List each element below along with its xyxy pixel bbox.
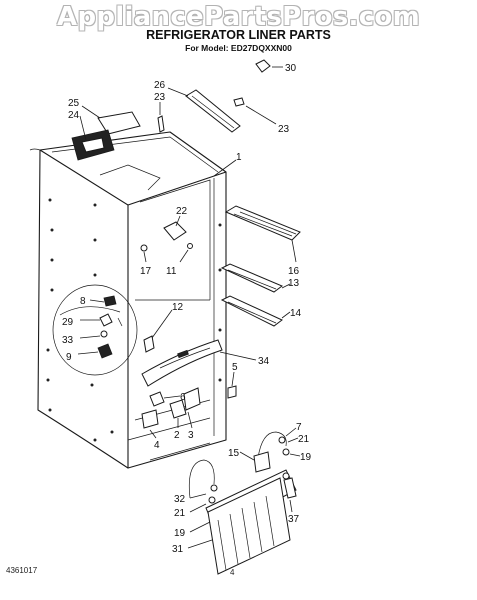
page-number: 4 — [230, 568, 235, 577]
callout-15: 15 — [228, 448, 240, 459]
part-34-cover — [141, 339, 257, 387]
callout-4: 4 — [154, 440, 160, 451]
callout-26: 26 — [154, 80, 166, 91]
callout-24: 24 — [68, 110, 80, 121]
callout-23-upper: 23 — [154, 92, 166, 103]
callout-17: 17 — [140, 266, 152, 277]
callout-14: 14 — [290, 308, 302, 319]
document-code: 4361017 — [6, 566, 38, 575]
callout-labels: 30 26 23 23 25 24 1 22 17 11 16 13 14 8 … — [62, 63, 312, 555]
callout-7: 7 — [296, 422, 302, 433]
part-24-25-housing — [71, 105, 141, 161]
part-14-rail — [220, 295, 291, 327]
water-valve-tubing — [239, 427, 301, 473]
dispenser-assembly — [187, 459, 297, 575]
callout-21-lower: 21 — [174, 508, 186, 519]
part-13-rail — [220, 263, 291, 293]
callout-19-lower: 19 — [174, 528, 186, 539]
callout-3: 3 — [188, 430, 194, 441]
callout-31: 31 — [172, 544, 184, 555]
callout-1: 1 — [236, 152, 242, 163]
callout-21-upper: 21 — [298, 434, 310, 445]
lower-fittings — [141, 371, 237, 439]
callout-34: 34 — [258, 356, 270, 367]
callout-13: 13 — [288, 278, 300, 289]
part-22-bracket — [140, 215, 193, 263]
callout-16: 16 — [288, 266, 300, 277]
callout-5: 5 — [232, 362, 238, 373]
part-23-screws — [157, 97, 277, 133]
damper-components — [77, 295, 123, 359]
part-12-thermostat — [143, 309, 173, 353]
callout-12: 12 — [172, 302, 184, 313]
callout-33: 33 — [62, 335, 74, 346]
site-watermark: AppliancePartsPros.com — [57, 2, 420, 32]
callout-29: 29 — [62, 317, 74, 328]
callout-19-upper: 19 — [300, 452, 312, 463]
callout-9: 9 — [66, 352, 72, 363]
part-16-rail — [224, 205, 301, 263]
callout-22: 22 — [176, 206, 188, 217]
model-subtitle: For Model: ED27DQXXN00 — [185, 43, 292, 53]
callout-23-right: 23 — [278, 124, 290, 135]
callout-30: 30 — [285, 63, 297, 74]
callout-8: 8 — [80, 296, 86, 307]
callout-32: 32 — [174, 494, 186, 505]
part-30-fitting — [255, 59, 283, 73]
diagram-title: REFRIGERATOR LINER PARTS — [146, 28, 331, 42]
callout-37: 37 — [288, 514, 300, 525]
callout-6: 6 — [180, 392, 186, 403]
liner-body — [29, 131, 227, 469]
callout-11: 11 — [166, 266, 177, 277]
callout-25: 25 — [68, 98, 80, 109]
callout-2: 2 — [174, 430, 180, 441]
part-26-top-rail — [167, 87, 241, 133]
